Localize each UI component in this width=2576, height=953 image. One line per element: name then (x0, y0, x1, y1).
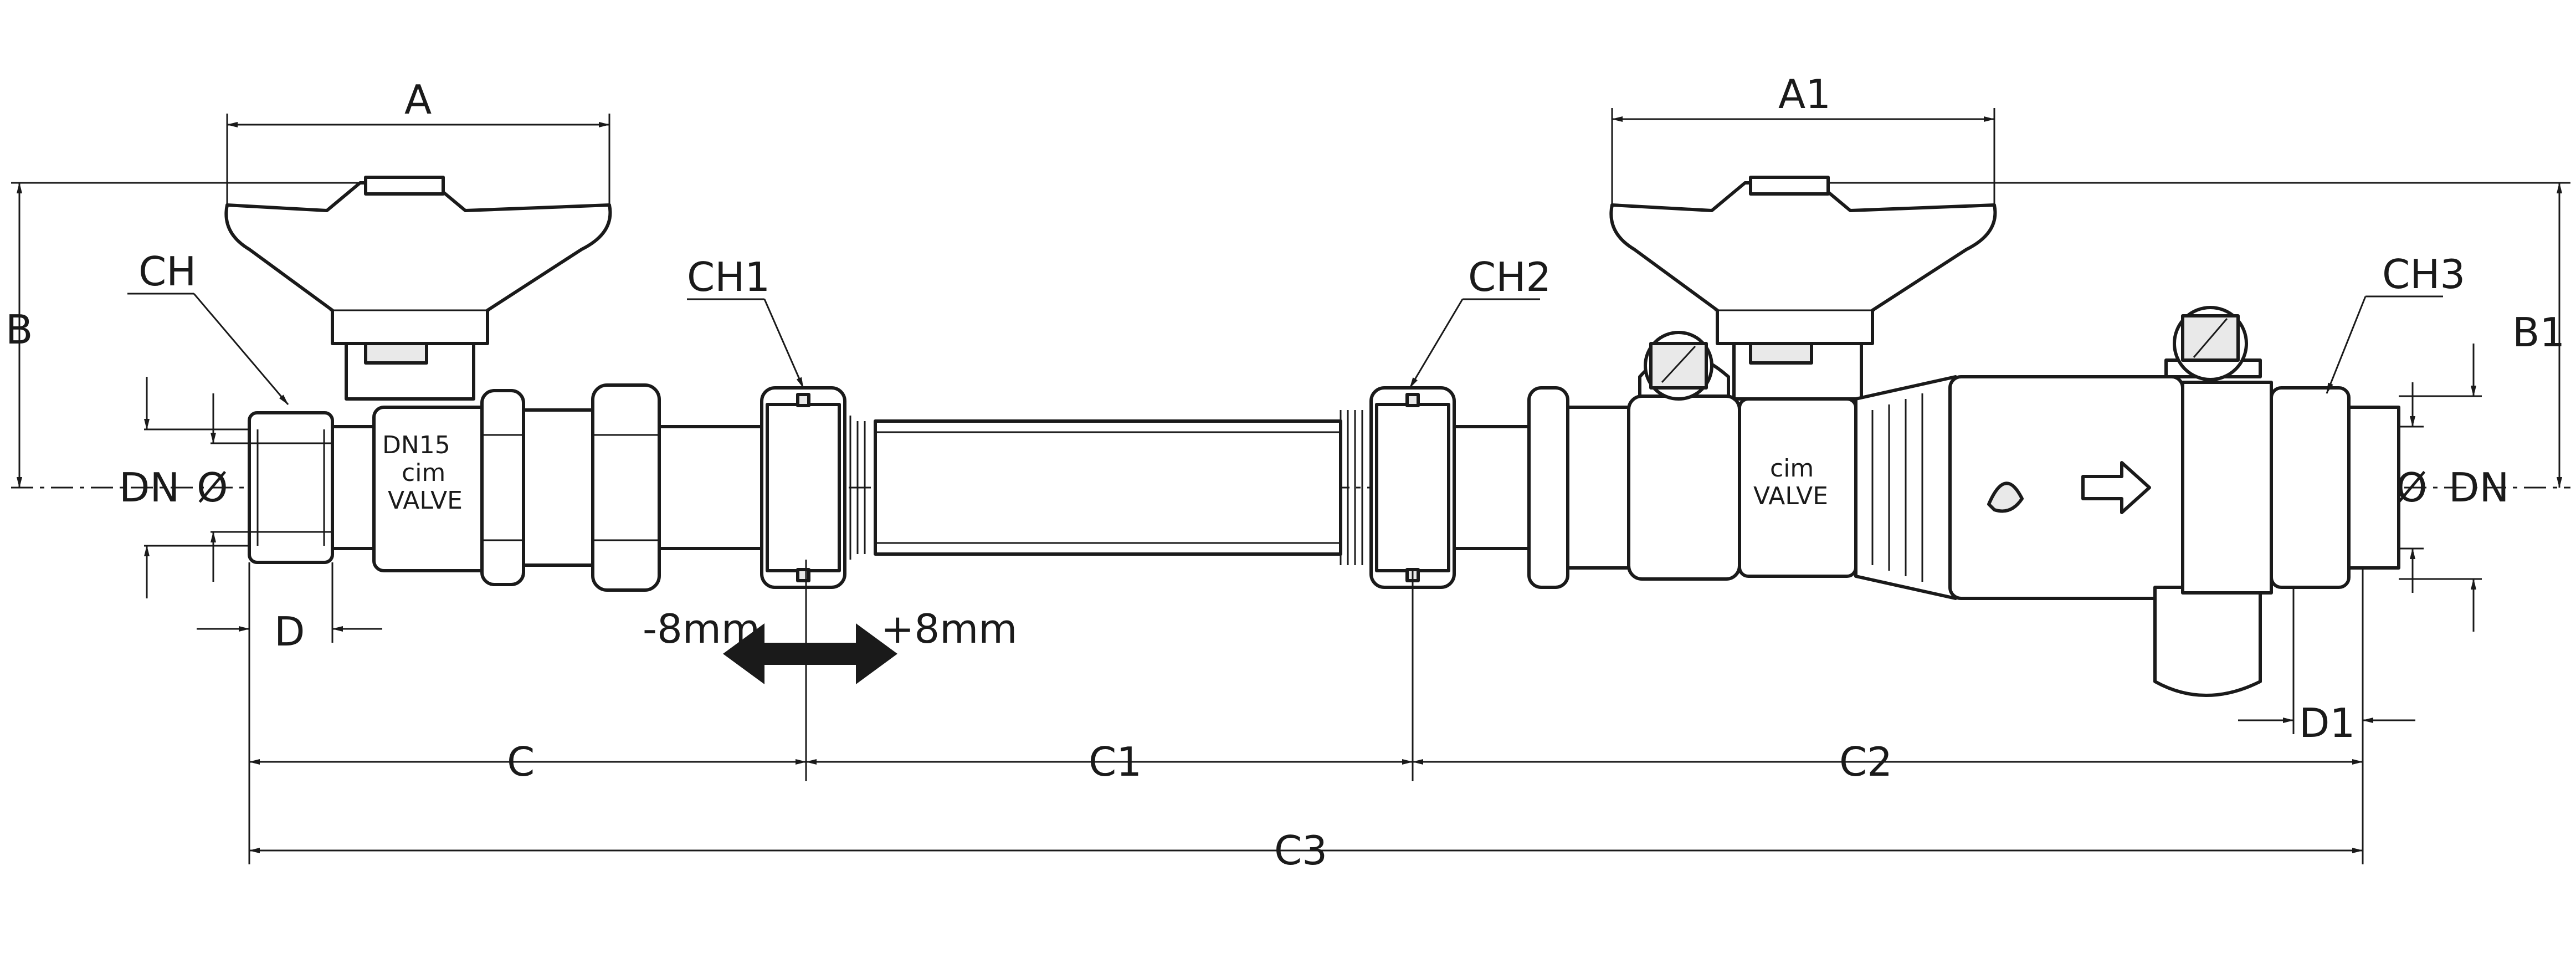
ch2-union (1369, 386, 1456, 589)
dimension-b: B (6, 306, 33, 353)
left-valve-marking: VALVE (388, 486, 463, 515)
balancing-valve (1854, 306, 2400, 697)
left-size-marking: DN15 (382, 431, 450, 459)
left-ball-valve: DN15 cim VALVE (224, 176, 661, 592)
middle-pipe (1453, 425, 1533, 550)
dimension-a1: A1 (1778, 71, 1831, 117)
dimension-diameter-right: Ø (2396, 464, 2428, 511)
left-brand-marking: cim (402, 459, 445, 487)
dimension-a: A (404, 76, 432, 123)
dimension-dn-right: DN (2449, 464, 2509, 511)
right-lock-nut (1527, 386, 1569, 589)
dimension-dn-left: DN (119, 464, 179, 511)
right-brand-marking: cim (1770, 454, 1814, 483)
dimension-c1: C1 (1089, 739, 1142, 785)
right-valve-marking: VALVE (1753, 482, 1828, 510)
dimension-ch1: CH1 (687, 254, 770, 300)
dimension-d1: D1 (2299, 700, 2355, 746)
dimension-c2: C2 (1839, 739, 1892, 785)
dimension-c3: C3 (1274, 827, 1327, 874)
right-connector (1566, 406, 1636, 570)
dimension-ch2: CH2 (1468, 254, 1551, 300)
dimension-diameter-left: Ø (197, 464, 228, 511)
ch1-union (760, 386, 866, 589)
dimension-ch: CH (138, 248, 196, 295)
adjustment-range-indicator: -8mm +8mm (643, 606, 1017, 684)
adjustment-plus-label: +8mm (881, 606, 1017, 652)
dimension-d: D (274, 608, 305, 655)
right-ball-valve: cim VALVE (1609, 176, 1997, 581)
dimension-c: C (507, 739, 535, 785)
telescopic-sleeve (874, 410, 1363, 565)
left-pipe (658, 425, 772, 550)
dimension-ch3: CH3 (2382, 251, 2465, 298)
dimension-b1: B1 (2512, 309, 2565, 356)
adjustment-minus-label: -8mm (643, 606, 760, 652)
